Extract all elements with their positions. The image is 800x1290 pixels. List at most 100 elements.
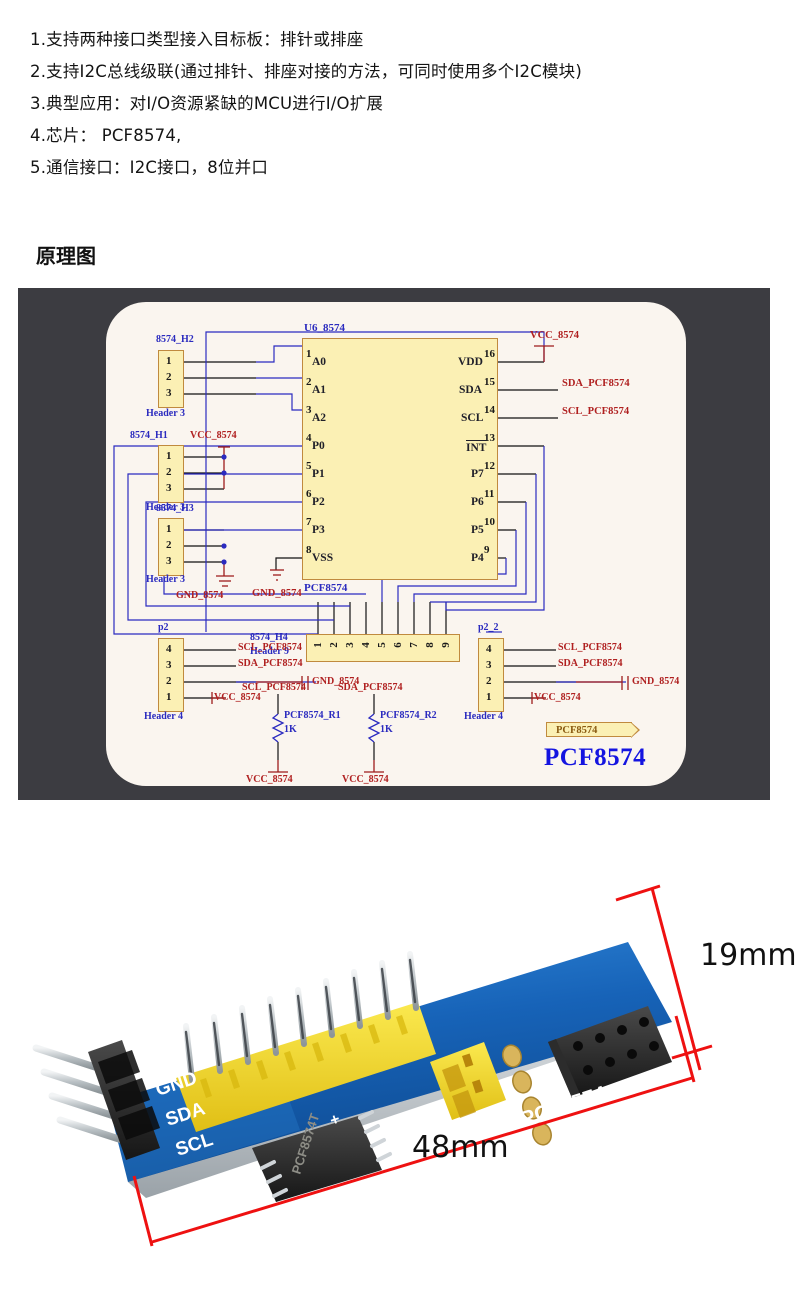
pcf8574-title: PCF8574 [544, 744, 647, 771]
ic-port-label: P0 [312, 440, 325, 452]
header-h2-body [158, 350, 184, 408]
dimension-width-label: 48mm [412, 1130, 509, 1165]
feature-item: 3.典型应用：对I/O资源紧缺的MCU进行I/O扩展 [30, 94, 384, 113]
resistor-r1-value: 1K [284, 724, 297, 735]
ic-port-label: P4 [471, 552, 484, 564]
resistor-r1-net: SCL_PCF8574 [242, 682, 306, 693]
ic-port-label: P1 [312, 468, 325, 480]
net-label-gnd: GND_8574 [176, 590, 224, 601]
ic-pin-number: 14 [484, 404, 495, 416]
gold-vias [502, 1044, 552, 1146]
header-p2-type: Header 4 [144, 711, 183, 722]
ic-pin-number: 11 [484, 488, 495, 500]
ic-pin-number: 2 [306, 376, 312, 388]
pcf8574t-chip: PCF8574T [252, 1110, 392, 1202]
header-h4-pin: 7 [407, 642, 420, 648]
resistor-r2-net: SDA_PCF8574 [338, 682, 403, 693]
schematic-frame: U6_8574 PCF8574 1 A0 2 A1 3 A2 4 P0 5 P1… [18, 288, 770, 800]
ic-pin-number: 4 [306, 432, 312, 444]
left-pin-header-4 [32, 1040, 160, 1160]
header-h2-pin: 3 [166, 387, 172, 399]
header-h2-designator: 8574_H2 [156, 334, 194, 345]
feature-item: 4.芯片： PCF8574, [30, 126, 182, 145]
header-h4-designator: 8574_H4 [250, 632, 288, 643]
ic-port-label: A0 [312, 356, 327, 368]
ic-designator: U6_8574 [304, 322, 345, 334]
header-h4-type: Header 9 [250, 646, 289, 657]
net-label-vcc: VCC_8574 [534, 692, 581, 703]
ic-port-label: P7 [471, 468, 484, 480]
resistor-r1-designator: PCF8574_R1 [284, 710, 341, 721]
schematic-canvas: U6_8574 PCF8574 1 A0 2 A1 3 A2 4 P0 5 P1… [106, 302, 686, 786]
header-h3-pin: 3 [166, 555, 172, 567]
header-p2-2-body [478, 638, 504, 712]
right-female-header [548, 1006, 672, 1098]
ic-port-label: A2 [312, 412, 327, 424]
header-h2-type: Header 3 [146, 408, 185, 419]
product-photo: PCF8574T VCC GND SDA SC [0, 830, 800, 1290]
net-label-vcc: VCC_8574 [530, 330, 579, 341]
header-h3-body [158, 518, 184, 576]
header-h3-type: Header 3 [146, 574, 185, 585]
header-p2-pin: 3 [166, 659, 172, 671]
ic-port-label: P2 [312, 496, 325, 508]
ic-pin-number: 15 [484, 376, 495, 388]
ic-pin-number: 10 [484, 516, 495, 528]
header-h4-pin: 2 [327, 642, 340, 648]
header-h2-pin: 2 [166, 371, 172, 383]
net-label-gnd: GND_8574 [312, 676, 360, 687]
header-h4-pin: 6 [391, 642, 404, 648]
ic-pin-number: 7 [306, 516, 312, 528]
net-label-vcc: VCC_8574 [190, 430, 237, 441]
ic-pin-number: 5 [306, 460, 312, 472]
feature-list: 1.支持两种接口类型接入目标板：排针或排座 2.支持I2C总线级联(通过排针、排… [30, 24, 780, 184]
net-label-scl: SCL_PCF8574 [238, 642, 302, 653]
ic-port-label: P3 [312, 524, 325, 536]
resistor-r2-designator: PCF8574_R2 [380, 710, 437, 721]
ic-pin-number: 3 [306, 404, 312, 416]
net-label-scl: SCL_PCF8574 [562, 406, 630, 417]
ic-pin-number: 8 [306, 544, 312, 556]
header-h1-designator: 8574_H1 [130, 430, 168, 441]
silk-label-vcc: VCC [143, 1038, 188, 1070]
dimension-lines [132, 884, 713, 1247]
feature-item: 5.通信接口：I2C接口，8位并口 [30, 158, 269, 177]
ic-pcf8574-body [302, 338, 498, 580]
ic-pin-number: 6 [306, 488, 312, 500]
header-h1-pin: 2 [166, 466, 172, 478]
pcf8574-flag: PCF8574 [546, 721, 640, 738]
ic-port-label: SCL [461, 412, 484, 424]
header-h4-pin: 9 [439, 642, 452, 648]
header-h1-type: Header 3 [146, 502, 185, 513]
header-h4-pin: 4 [359, 642, 372, 648]
ic-port-label: P6 [471, 496, 484, 508]
header-p2-designator: p2 [158, 622, 169, 633]
net-label-sda: SDA_PCF8574 [562, 378, 630, 389]
header-p2-2-pin: 3 [486, 659, 492, 671]
ic-port-label: VDD [458, 356, 483, 368]
header-h3-pin: 1 [166, 523, 172, 535]
header-p2-2-type: Header 4 [464, 711, 503, 722]
header-p2-2-pin: 2 [486, 675, 492, 687]
net-label-vcc: VCC_8574 [214, 692, 261, 703]
ic-port-label: A1 [312, 384, 327, 396]
header-h4-pin: 5 [375, 642, 388, 648]
resistor-r2-rail: VCC_8574 [342, 774, 389, 785]
ic-part-name: PCF8574 [304, 582, 348, 594]
header-h1-pin: 1 [166, 450, 172, 462]
resistor-r1-rail: VCC_8574 [246, 774, 293, 785]
dimension-height-label: 19mm [700, 938, 797, 973]
ic-pin-number: 12 [484, 460, 495, 472]
header-p2-pin: 4 [166, 643, 172, 655]
header-h1-pin: 3 [166, 482, 172, 494]
header-h4-pin: 3 [343, 642, 356, 648]
header-p2-2-pin: 1 [486, 691, 492, 703]
net-label-sda: SDA_PCF8574 [558, 658, 623, 669]
header-h4-pin: 1 [311, 642, 324, 648]
header-p2-2-pin: 4 [486, 643, 492, 655]
ic-pin-number: 9 [484, 544, 490, 556]
net-label-gnd: GND_8574 [632, 676, 680, 687]
header-p2-2-designator: p2_2 [478, 622, 499, 633]
net-label-gnd: GND_8574 [252, 588, 302, 599]
resistor-r2-value: 1K [380, 724, 393, 735]
